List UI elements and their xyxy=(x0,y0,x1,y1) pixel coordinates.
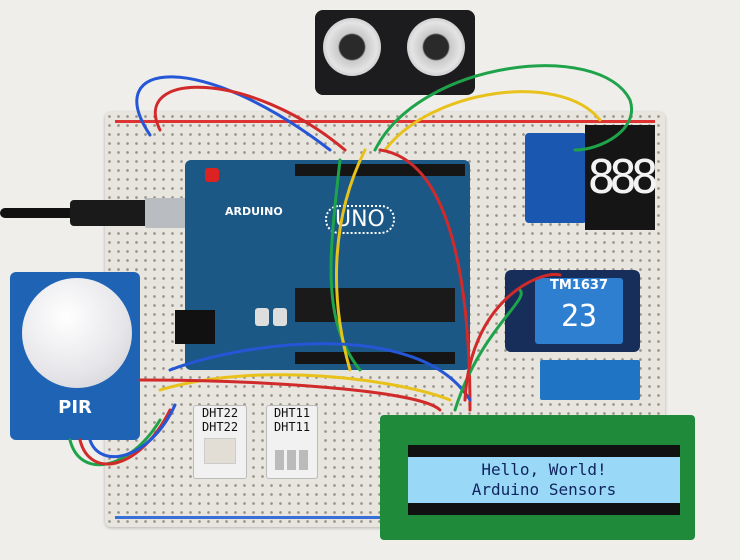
capacitor xyxy=(273,308,287,326)
lcd-bezel: Hello, World! Arduino Sensors xyxy=(408,445,680,515)
arduino-logo: ARDUINO xyxy=(225,205,283,218)
wire-red xyxy=(378,148,472,412)
lcd-screen: Hello, World! Arduino Sensors xyxy=(408,457,680,503)
dht11-label-1: DHT11 xyxy=(273,406,311,420)
seven-segment-module: 888 xyxy=(525,125,659,230)
lcd-line-2: Arduino Sensors xyxy=(471,480,617,499)
dht11-sensor: DHT11 DHT11 xyxy=(266,405,318,479)
dht22-label-1: DHT22 xyxy=(201,406,239,420)
wire-yellow xyxy=(334,148,367,372)
tm1637-value: 23 xyxy=(560,299,598,334)
pir-dome xyxy=(22,278,132,388)
dht11-label-2: DHT11 xyxy=(273,420,311,434)
lcd-1602-module: Hello, World! Arduino Sensors xyxy=(380,415,695,540)
pir-sensor: PIR xyxy=(10,272,140,440)
wire-blue xyxy=(168,342,472,402)
wire-green xyxy=(329,158,362,372)
transducer-left xyxy=(323,18,381,76)
pir-label: PIR xyxy=(58,397,92,418)
power-jack xyxy=(175,310,215,344)
wire-green xyxy=(373,64,634,152)
transducer-right xyxy=(407,18,465,76)
power-rail-red xyxy=(115,120,655,123)
atmega-chip xyxy=(295,288,455,322)
ultrasonic-sensor xyxy=(315,10,475,95)
analog-header xyxy=(295,352,455,364)
tm1637-display: TM1637 23 xyxy=(535,278,623,344)
dht22-sensor: DHT22 DHT22 xyxy=(193,405,247,479)
lcd-line-1: Hello, World! xyxy=(481,460,607,479)
wire-yellow xyxy=(383,90,602,152)
terminal-block xyxy=(540,360,640,400)
wire-red xyxy=(138,378,442,412)
wire-red xyxy=(463,272,562,402)
dht22-label-2: DHT22 xyxy=(201,420,239,434)
arduino-uno-board: ARDUINO UNO xyxy=(175,160,470,370)
tm1637-title: TM1637 xyxy=(550,278,608,293)
wire-blue xyxy=(135,75,332,152)
wire-yellow xyxy=(158,373,452,402)
relay-module xyxy=(525,133,587,223)
wire-red xyxy=(153,85,347,152)
seven-segment-display: 888 xyxy=(585,125,659,230)
wire-red xyxy=(78,408,172,466)
capacitor xyxy=(255,308,269,326)
wire-blue xyxy=(88,403,177,458)
wire-green xyxy=(453,288,523,412)
reset-button xyxy=(205,168,219,182)
